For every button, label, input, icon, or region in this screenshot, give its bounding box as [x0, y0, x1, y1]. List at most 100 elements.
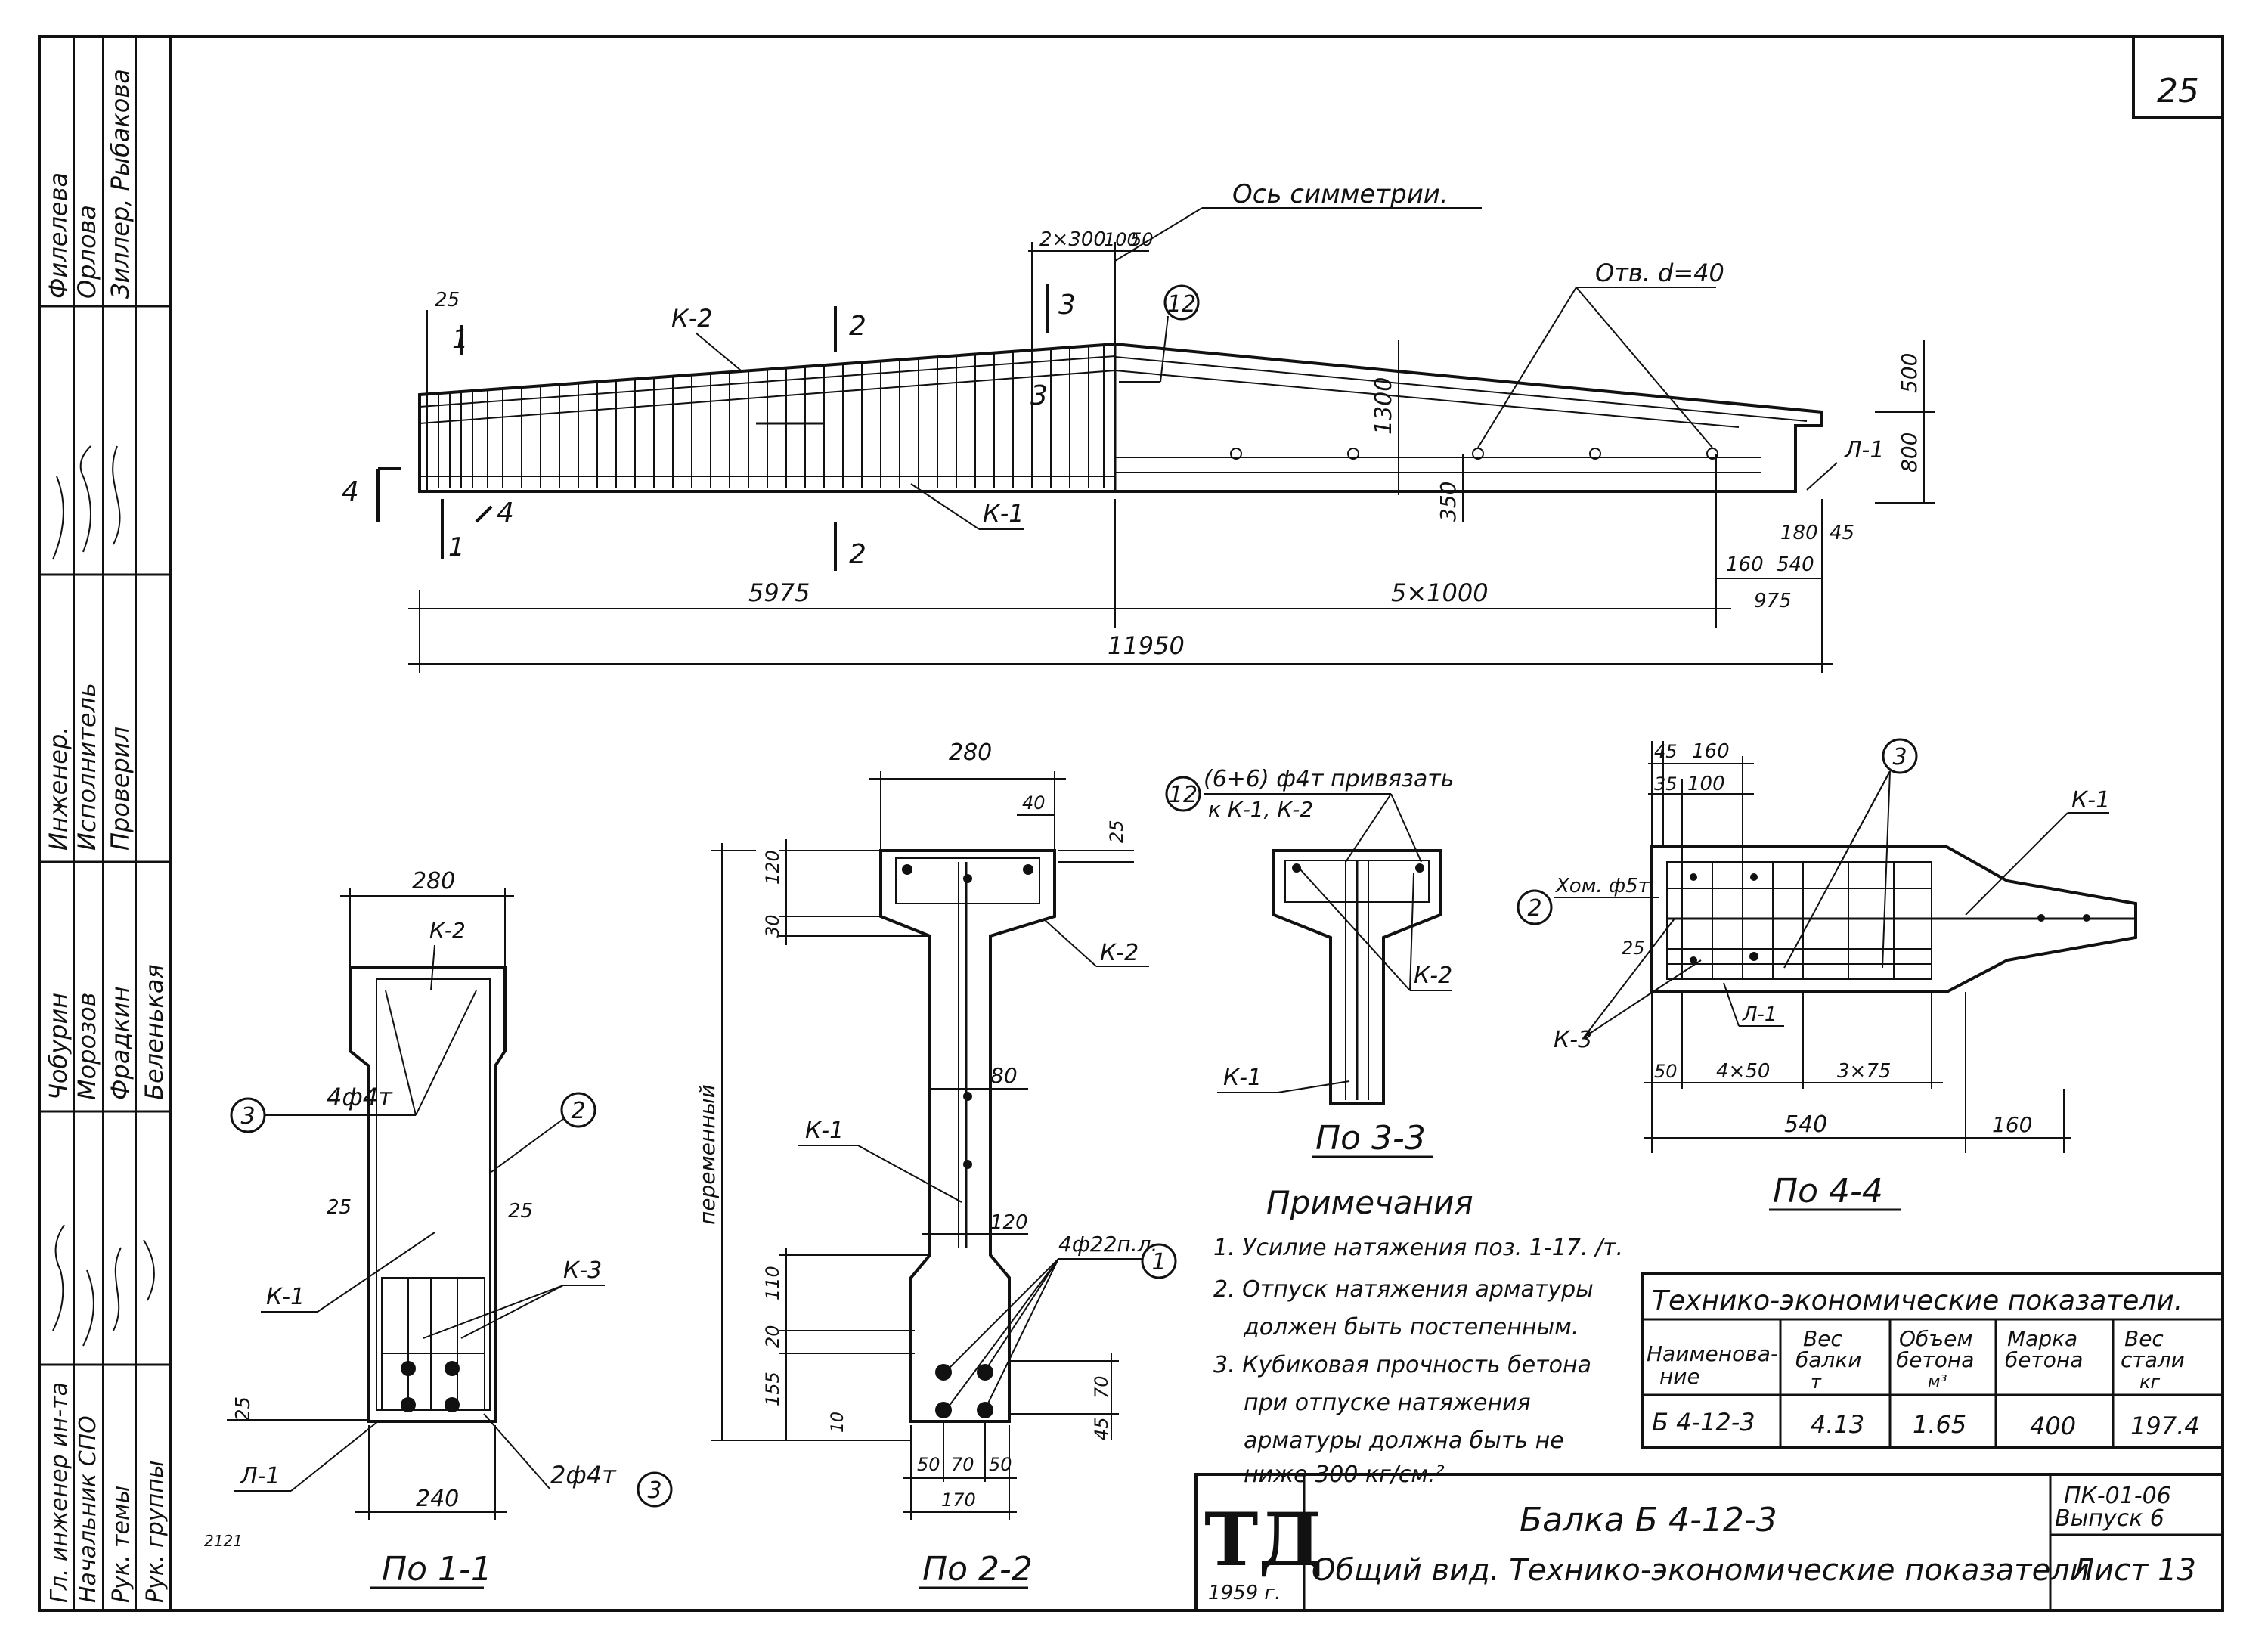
- th-steel-1: Вес: [2124, 1326, 2164, 1351]
- stirrups: [426, 346, 1105, 488]
- stamp-name-6: Орлова: [73, 205, 101, 299]
- s33-note: (6+6) ф4т привязать: [1204, 766, 1454, 792]
- dim-11950: 11950: [1108, 631, 1185, 660]
- title-year: 1959 г.: [1208, 1582, 1281, 1604]
- sec-marker-2-top: 2: [849, 311, 866, 342]
- side-stamp: Гл. инженер ин-та Начальник СПО Рук. тем…: [39, 36, 170, 1610]
- dim-500: 500: [1897, 353, 1922, 393]
- s44-label-k3: К-3: [1554, 1027, 1592, 1053]
- th-volume-2: бетона: [1896, 1347, 1974, 1372]
- small-note: 2121: [204, 1532, 243, 1550]
- note-2b: должен быть постепенным.: [1243, 1314, 1579, 1341]
- s44-dim-540: 540: [1784, 1111, 1827, 1138]
- s22-dim-30: 30: [762, 914, 783, 938]
- s11-bars-bottom: 2ф4т: [550, 1461, 617, 1489]
- s44-dim-50: 50: [1654, 1061, 1678, 1082]
- s11-bars-top: 4ф4т: [327, 1083, 393, 1111]
- dim-800: 800: [1897, 432, 1922, 473]
- s22-dim-40: 40: [1022, 792, 1046, 814]
- s22-title: По 2-2: [922, 1550, 1033, 1589]
- title-series: ПК-01-06: [2064, 1483, 2171, 1509]
- hole-1: [1230, 448, 1242, 460]
- td-steel: 197.4: [2130, 1412, 2200, 1440]
- th-volume-1: Объем: [1899, 1326, 1972, 1351]
- s22-dim-155: 155: [762, 1372, 783, 1406]
- hole-2: [1347, 448, 1359, 460]
- notes: Примечания 1. Усилие натяжения поз. 1-17…: [1213, 1184, 1623, 1488]
- s44-dim-160b: 160: [1992, 1112, 2032, 1137]
- section-4-4: 45 160 35 100 25 50 4×50 3×75 540 160 К-…: [1517, 738, 2137, 1211]
- s44-title: По 4-4: [1773, 1172, 1883, 1210]
- s44-dim-100: 100: [1687, 773, 1725, 795]
- s11-title: По 1-1: [382, 1550, 492, 1589]
- th-steel-3: кг: [2139, 1372, 2160, 1393]
- s22-dim-120b: 120: [990, 1211, 1028, 1234]
- bar-3: [401, 1397, 416, 1412]
- logo-td: ТД: [1204, 1497, 1323, 1582]
- td-volume: 1.65: [1913, 1410, 1966, 1439]
- elevation-view: Ось симметрии. Отв. d=40 12 К-2 К-1 Л-1 …: [342, 179, 1935, 673]
- dim-350: 350: [1436, 482, 1461, 522]
- dim-975: 975: [1754, 590, 1792, 612]
- s33-note2: к К-1, К-2: [1208, 797, 1313, 822]
- hole-5: [1706, 448, 1718, 460]
- title-main: Балка Б 4-12-3: [1520, 1501, 1777, 1539]
- elev-label-k1: К-1: [983, 499, 1024, 528]
- s44-dim-35: 35: [1654, 773, 1678, 795]
- th-steel-2: стали: [2121, 1347, 2185, 1372]
- note-1: 1. Усилие натяжения поз. 1-17. /т.: [1213, 1235, 1623, 1261]
- th-name-2: ние: [1659, 1364, 1700, 1389]
- title-sheet: Лист 13: [2070, 1553, 2196, 1588]
- tech-table: Технико-экономические показатели. Наимен…: [1641, 1272, 2224, 1449]
- s22-dim-45: 45: [1091, 1417, 1112, 1440]
- s44-bar-label: Хом. ф5т: [1554, 875, 1650, 897]
- s11-dim-25b: 25: [508, 1200, 533, 1223]
- hole-4: [1589, 448, 1601, 460]
- sec-marker-1-bottom: 1: [448, 532, 465, 563]
- section-2-2: 280 40 25 120 30 переменный 80 120 110 2…: [695, 739, 1177, 1589]
- note-3c: арматуры должна быть не: [1244, 1427, 1564, 1454]
- s11-callout-3a: 3: [240, 1103, 255, 1130]
- s33-label-k2: К-2: [1414, 962, 1452, 989]
- stamp-name-5: Филелева: [44, 172, 73, 299]
- dim-5975: 5975: [748, 578, 810, 607]
- stamp-role-4: Рук. группы: [142, 1460, 169, 1603]
- s44-label-l1: Л-1: [1742, 1003, 1777, 1026]
- s44-dim-25: 25: [1622, 938, 1645, 959]
- s11-dim-25c: 25: [232, 1396, 255, 1421]
- s22-dim-50b: 50: [989, 1454, 1012, 1475]
- sec-marker-2-bottom: 2: [849, 539, 866, 570]
- s44-callout-2: 2: [1527, 895, 1541, 922]
- beam-outline: [418, 342, 1823, 493]
- section-1-1: 280 240 25 25 25 К-2 К-1 К-3 Л-1 3 4ф4т …: [204, 868, 673, 1589]
- signatures-top: [52, 1224, 155, 1347]
- dim-1300: 1300: [1371, 377, 1397, 435]
- bar-2: [445, 1361, 460, 1376]
- td-grade: 400: [2030, 1412, 2076, 1440]
- s11-callout-3b: 3: [647, 1477, 662, 1504]
- s44-label-k1: К-1: [2071, 787, 2110, 814]
- hole-label: Отв. d=40: [1595, 259, 1724, 287]
- s22-dim-50a: 50: [917, 1454, 940, 1475]
- elev-label-l1: Л-1: [1844, 437, 1884, 463]
- s11-callout-2: 2: [571, 1098, 585, 1124]
- s22-label-k1: К-1: [805, 1117, 844, 1144]
- s22-dim-170: 170: [941, 1489, 976, 1511]
- bar-1: [401, 1361, 416, 1376]
- stamp-role-7: Проверил: [106, 727, 135, 851]
- s22-label-k2: К-2: [1100, 940, 1139, 966]
- sec-marker-1-top: 1: [452, 324, 469, 355]
- th-weight-2: балки: [1796, 1347, 1861, 1372]
- s22-dim-280: 280: [949, 739, 992, 766]
- dim-2x300: 2×300: [1040, 228, 1106, 251]
- s33-title: По 3-3: [1315, 1119, 1426, 1158]
- table-title: Технико-экономические показатели.: [1652, 1285, 2183, 1316]
- td-name: Б 4-12-3: [1652, 1408, 1755, 1437]
- th-volume-3: м³: [1928, 1372, 1947, 1391]
- s22-dim-120a: 120: [762, 850, 783, 885]
- sheet-frame: [38, 35, 2224, 1612]
- th-weight-1: Вес: [1803, 1326, 1842, 1351]
- stamp-role-5: Инженер.: [44, 727, 73, 851]
- th-grade-1: Марка: [2007, 1326, 2077, 1351]
